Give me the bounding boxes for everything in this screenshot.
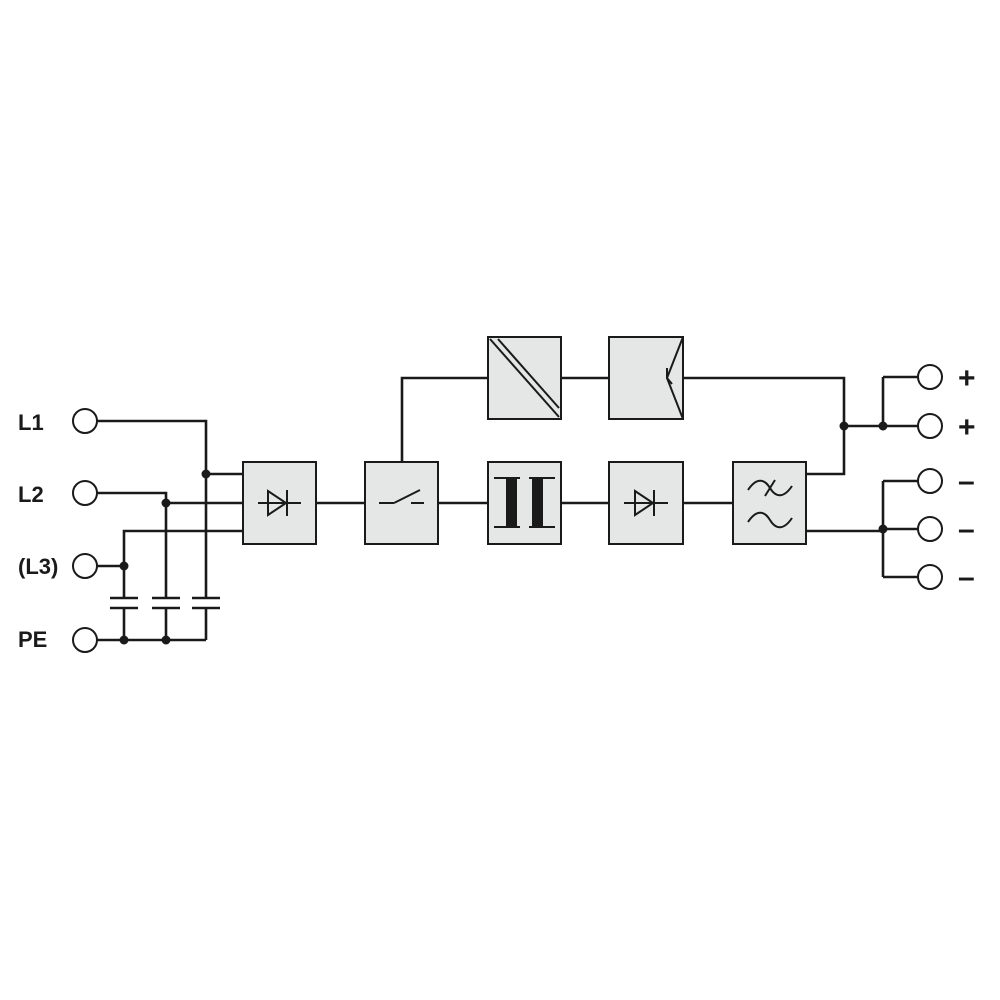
terminal-label-minus-1: – [958, 465, 975, 498]
terminal-label-l3: (L3) [18, 554, 58, 579]
main-wires [316, 376, 883, 533]
capacitor-icon [192, 596, 220, 610]
rectifier-input-block [242, 461, 317, 545]
signal-block [608, 336, 684, 420]
capacitor-icon [110, 596, 138, 610]
transformer-icon [494, 477, 555, 528]
junction-dot [161, 498, 171, 508]
junction-dot [839, 421, 849, 431]
junction-dot [878, 421, 888, 431]
converter-diagonal-icon [489, 338, 560, 418]
wire-l2 [97, 491, 243, 505]
wire-l1 [97, 419, 243, 476]
output-section: + + – – – [839, 362, 976, 594]
terminal-minus-1 [917, 468, 943, 494]
filter-icon [747, 479, 793, 529]
switch-icon [379, 489, 424, 504]
input-section: L1 L2 (L3) PE [18, 408, 243, 653]
terminal-plus-2 [917, 413, 943, 439]
switch-block [364, 461, 439, 545]
diode-icon [258, 489, 301, 517]
wire-l3 [97, 529, 243, 568]
terminal-label-plus-2: + [958, 411, 976, 444]
terminal-l1 [72, 408, 98, 434]
dc-dc-converter-block [487, 336, 562, 420]
signal-icon [665, 336, 684, 420]
terminal-l3 [72, 553, 98, 579]
rectifier-output-block [608, 461, 684, 545]
junction-dot [878, 524, 888, 534]
transformer-block [487, 461, 562, 545]
terminal-minus-2 [917, 516, 943, 542]
diode-icon [624, 489, 668, 517]
terminal-label-minus-2: – [958, 513, 975, 546]
junction-dot [161, 635, 171, 645]
junction-dot [119, 635, 129, 645]
capacitor-icon [152, 596, 180, 610]
terminal-label-plus-1: + [958, 362, 976, 395]
terminal-label-pe: PE [18, 627, 47, 652]
junction-dot [201, 469, 211, 479]
terminal-label-minus-3: – [958, 561, 975, 594]
terminal-plus-1 [917, 364, 943, 390]
junction-dot [119, 561, 129, 571]
terminal-minus-3 [917, 564, 943, 590]
terminal-pe [72, 627, 98, 653]
terminal-label-l1: L1 [18, 410, 44, 435]
terminal-l2 [72, 480, 98, 506]
terminal-label-l2: L2 [18, 482, 44, 507]
filter-block [732, 461, 807, 545]
